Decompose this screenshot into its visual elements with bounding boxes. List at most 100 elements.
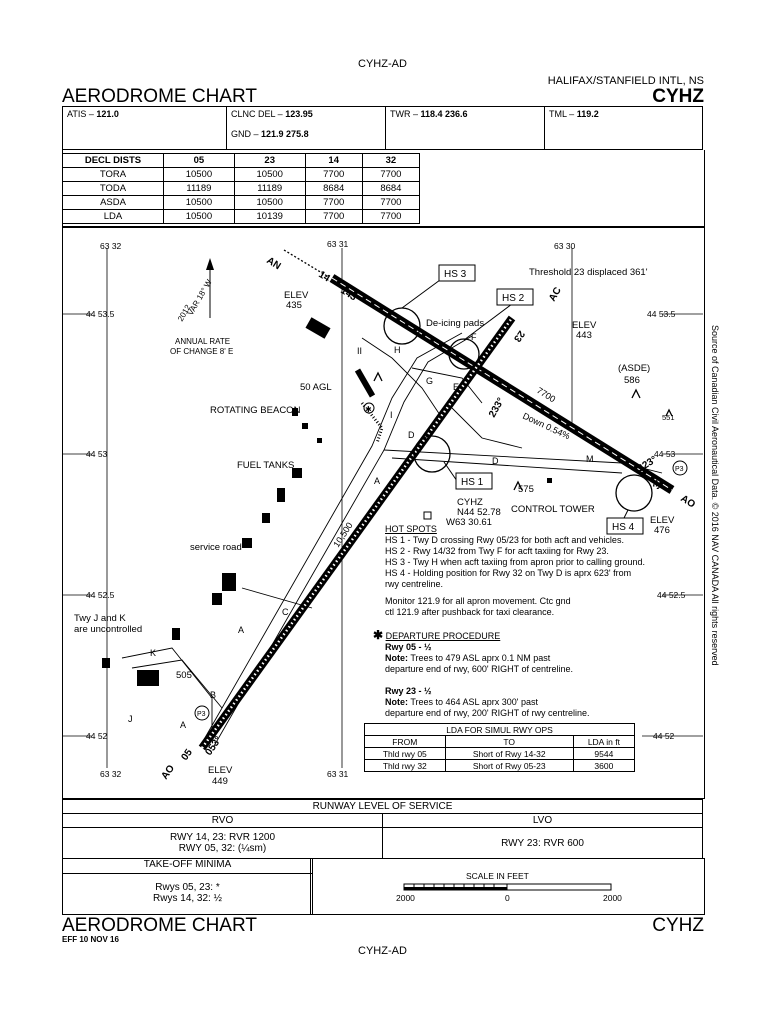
lda-cell: 3600: [572, 759, 636, 772]
lat-label-2: 44 53: [86, 449, 108, 459]
hs1-label: HS 1: [461, 477, 484, 488]
hot-spot-line: HS 3 - Twy H when acft taxiing from apro…: [385, 557, 645, 567]
rvo-line-1: RWY 14, 23: RVR 1200: [169, 832, 276, 843]
hdg-233: 233°: [487, 396, 507, 419]
rvo-line-2: RWY 05, 32: (¼sm): [178, 843, 267, 854]
hot-spot-line: HS 4 - Holding position for Rwy 32 on Tw…: [385, 568, 632, 578]
elev-ne-label: ELEV: [572, 320, 597, 331]
elev-sw-label: ELEV: [208, 765, 233, 776]
scale-left: 2000: [396, 893, 415, 903]
top-chart-id: CYHZ-AD: [358, 58, 407, 70]
source-copyright: Source of Canadian Civil Aeronautical Da…: [710, 325, 720, 666]
lvo-header: LVO: [382, 813, 703, 828]
lvo-cell: RWY 23: RVR 600: [382, 827, 703, 859]
rwy-23-label: 23: [511, 328, 527, 344]
tml-label: TML –: [549, 109, 575, 119]
lat-label-2r: 44 53: [654, 449, 676, 459]
takeoff-line-2: Rwys 14, 32: ½: [153, 893, 222, 904]
elev-nw-label: ELEV: [284, 290, 309, 301]
elev-ne-value: 443: [576, 330, 592, 341]
twy-letter: G: [426, 376, 433, 386]
scale-bar: [403, 883, 612, 891]
annual-change-label: OF CHANGE 8' E: [170, 347, 233, 356]
bottom-chart-id: CYHZ-AD: [358, 945, 407, 957]
elev-nw-value: 435: [286, 300, 302, 311]
scale-box: SCALE IN FEET 2000 0 2000: [310, 858, 705, 915]
twy-letter: M: [586, 454, 594, 464]
elev-e-value: 476: [654, 525, 670, 536]
effective-date: EFF 10 NOV 16: [62, 935, 119, 944]
hot-spots-title: HOT SPOTS: [385, 524, 437, 534]
departure-procedure: ✱ DEPARTURE PROCEDURE Rwy 05 - ½ Note: T…: [373, 628, 590, 718]
fuel-tanks-label: FUEL TANKS: [237, 460, 294, 471]
obst-551: 551: [662, 413, 675, 422]
rls-title: RUNWAY LEVEL OF SERVICE: [62, 799, 703, 814]
decl-cell: 10500: [233, 167, 306, 182]
twy-letter: A: [180, 720, 186, 730]
dep-05-note-2: departure end of rwy, 600' RIGHT of cent…: [385, 664, 573, 674]
rotating-beacon-label: ROTATING BEACON: [210, 405, 301, 416]
p3-label-e: P3: [675, 466, 684, 473]
dep-05-title: Rwy 05 - ½: [385, 642, 432, 652]
obst-505: 505: [176, 670, 192, 681]
hot-spot-line: HS 2 - Rwy 14/32 from Twy F for acft tax…: [385, 546, 609, 556]
takeoff-title: TAKE-OFF MINIMA: [63, 859, 312, 874]
arp-icon: [423, 511, 432, 520]
map-frame: [62, 227, 705, 799]
approach-lights-14: [283, 249, 328, 277]
hs4-label: HS 4: [612, 522, 635, 533]
hot-spots-notes: HOT SPOTS HS 1 - Twy D crossing Rwy 05/2…: [385, 524, 685, 590]
twy-jk-label-2: are uncontrolled: [74, 624, 142, 635]
deicing-label: De-icing pads: [426, 318, 484, 329]
decl-row-label: DECL DISTS: [62, 153, 164, 168]
asde-label: (ASDE): [618, 363, 650, 374]
arp-id: CYHZ: [457, 497, 483, 508]
takeoff-minima-box: TAKE-OFF MINIMA Rwys 05, 23: * Rwys 14, …: [62, 858, 313, 915]
lat-label-4: 44 52: [86, 731, 108, 741]
arp-lat: N44 52.78: [457, 507, 501, 518]
gnd-label: GND –: [231, 129, 259, 139]
twy-jk-label-1: Twy J and K: [74, 613, 126, 624]
svg-text:✱: ✱: [365, 405, 372, 414]
lda-cell: Short of Rwy 14-32: [444, 747, 574, 760]
runway-level-of-service: RUNWAY LEVEL OF SERVICE RVO LVO RWY 14, …: [62, 799, 703, 859]
dep-05-note-1: Trees to 479 ASL aprx 0.1 NM past: [410, 653, 551, 663]
clnc-gnd-cell: CLNC DEL – 123.95 GND – 121.9 275.8: [226, 106, 386, 150]
hot-spot-circles: [383, 307, 653, 512]
an-label: AN: [264, 255, 282, 272]
decl-cell: 11189: [163, 181, 235, 196]
north-arrow-icon: [206, 258, 214, 318]
decl-cell: 7700: [304, 167, 363, 182]
decl-cell: 32: [361, 153, 421, 168]
arp-lon: W63 30.61: [446, 517, 492, 528]
decl-row-label: LDA: [62, 209, 164, 224]
decl-cell: 10500: [163, 209, 235, 224]
obst-575: 575: [518, 484, 534, 495]
hot-spot-line: rwy centreline.: [385, 579, 444, 589]
twy-letter: K: [150, 648, 156, 658]
frequency-table: ATIS – 121.0 CLNC DEL – 123.95 GND – 121…: [62, 106, 703, 150]
aerodrome-map: 63 32 63 31 63 30 63 32 63 31 44 53.5 44…: [62, 239, 703, 787]
decl-cell: 8684: [304, 181, 363, 196]
decl-cell: 10500: [163, 167, 235, 182]
footer-chart-title: AERODROME CHART: [62, 915, 257, 936]
twr-label: TWR –: [390, 109, 418, 119]
lat-label-1: 44 53.5: [86, 309, 115, 319]
elev-e-label: ELEV: [650, 515, 675, 526]
airport-name: HALIFAX/STANFIELD INTL, NS: [547, 75, 704, 87]
twy-letter: D: [492, 456, 499, 466]
dep-23-title: Rwy 23 - ½: [385, 686, 432, 696]
lon-bottom-left: 63 32: [100, 769, 122, 779]
lda-cell: LDA in ft: [572, 735, 636, 748]
runway-14-32: [329, 274, 675, 494]
obstacle-icons: [373, 371, 673, 491]
twy-letter: A: [374, 476, 380, 486]
lda-cell: TO: [444, 735, 574, 748]
hs2-box: [496, 288, 534, 306]
p3-label-sw: P3: [197, 711, 206, 718]
